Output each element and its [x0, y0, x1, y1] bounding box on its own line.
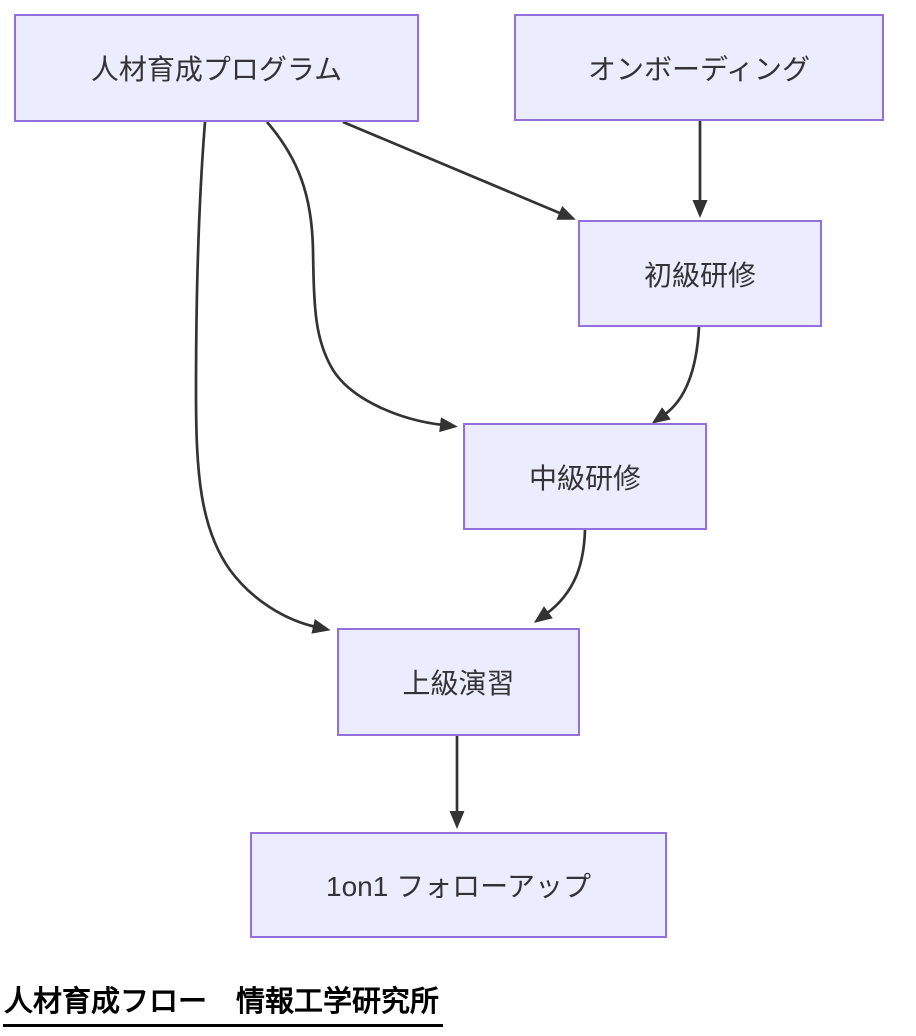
- node-onboarding-label: オンボーディング: [587, 53, 811, 85]
- node-beginner-training: 初級研修: [578, 220, 822, 327]
- node-talent-program-label: 人材育成プログラム: [90, 54, 343, 85]
- node-onboarding: オンボーディング: [514, 14, 884, 121]
- node-1on1-followup: 1on1 フォローアップ: [250, 832, 667, 938]
- node-intermediate-training: 中級研修: [463, 423, 707, 530]
- node-1on1-followup-label: 1on1 フォローアップ: [326, 871, 591, 902]
- node-talent-program: 人材育成プログラム: [14, 14, 419, 122]
- edge-program-advanced: [194, 121, 331, 634]
- edge-beginner-intermediate: [651, 326, 701, 424]
- diagram-caption: 人材育成フロー 情報工学研究所: [3, 978, 444, 1027]
- edge-program-beginner: [342, 120, 576, 220]
- node-advanced-exercise-label: 上級演習: [402, 668, 515, 699]
- edge-intermediate-advanced: [533, 529, 587, 623]
- node-intermediate-training-label: 中級研修: [528, 462, 641, 494]
- node-advanced-exercise: 上級演習: [337, 628, 580, 736]
- node-beginner-training-label: 初級研修: [643, 259, 756, 291]
- edge-program-intermediate: [265, 121, 458, 433]
